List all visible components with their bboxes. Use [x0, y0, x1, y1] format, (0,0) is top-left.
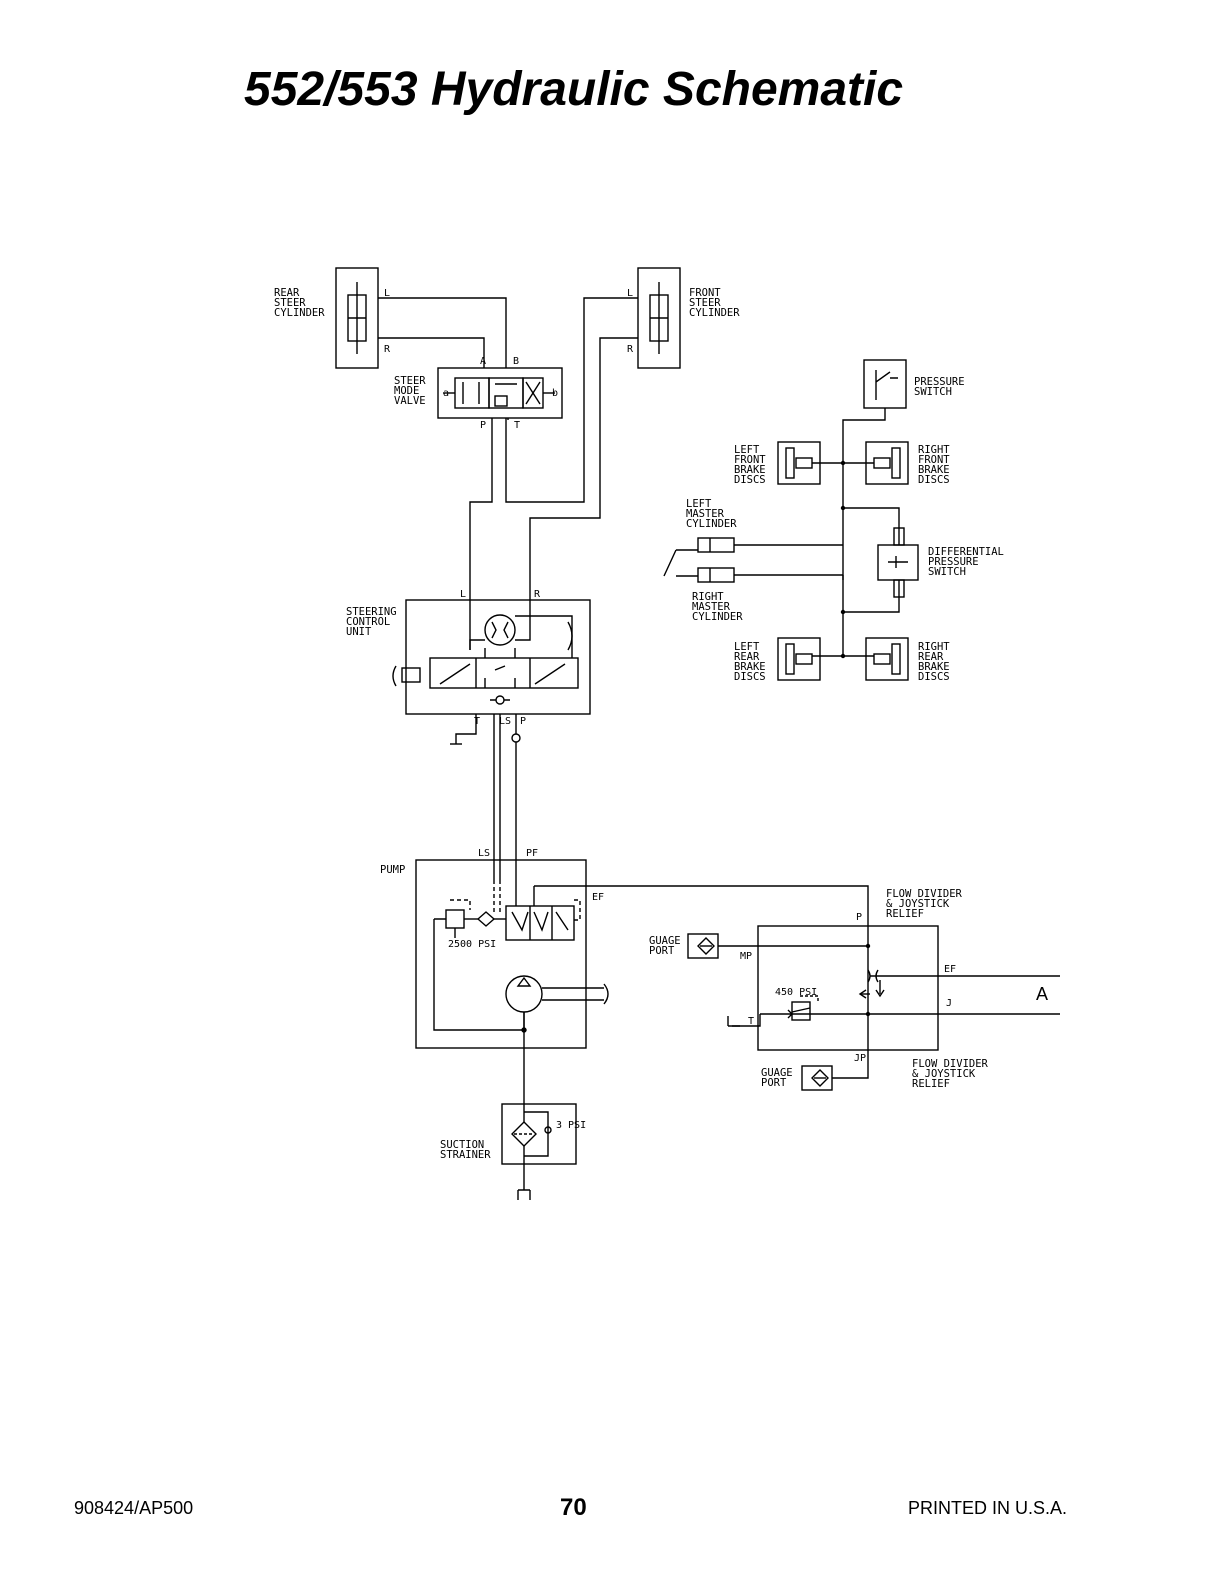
- gauge-port-top-label: GUAGE PORT: [649, 935, 687, 957]
- port-fd-MP: MP: [740, 951, 752, 962]
- pump-label: PUMP: [380, 864, 405, 876]
- steer-mode-valve-label: STEER MODE VALVE: [394, 375, 432, 407]
- page-title: 552/553 Hydraulic Schematic: [244, 63, 904, 116]
- port-smv-A: A: [480, 356, 486, 367]
- pump-unit: [415, 859, 869, 1049]
- left-rear-brake-label: LEFT REAR BRAKE DISCS: [734, 641, 772, 683]
- port-fd-T: T: [748, 1016, 754, 1027]
- steering-control-unit: [392, 599, 591, 715]
- port-scu-L: L: [460, 589, 466, 600]
- port-smv-a: a: [443, 388, 449, 399]
- port-fd-EF: EF: [944, 964, 956, 975]
- port-scu-R: R: [534, 589, 541, 600]
- port-rear-R: R: [384, 344, 391, 355]
- port-fd-P: P: [856, 912, 862, 923]
- port-smv-T: T: [514, 420, 520, 431]
- flow-divider: [718, 925, 1060, 1079]
- pressure-switch-label: PRESSURE SWITCH: [914, 376, 971, 398]
- page-number: 70: [560, 1494, 587, 1521]
- gauge-port-bottom-symbol: [801, 1065, 833, 1091]
- gauge-port-bottom-label: GUAGE PORT: [761, 1067, 799, 1089]
- suction-strainer-label: SUCTION STRAINER: [440, 1139, 491, 1161]
- printed-in: PRINTED IN U.S.A.: [908, 1498, 1068, 1518]
- port-rear-L: L: [384, 288, 390, 299]
- left-front-brake-label: LEFT FRONT BRAKE DISCS: [734, 444, 772, 486]
- port-pump-PF: PF: [526, 848, 538, 859]
- differential-pressure-switch-symbol: [877, 527, 919, 598]
- right-master-cylinder-label: RIGHT MASTER CYLINDER: [692, 591, 743, 623]
- right-front-brake-label: RIGHT FRONT BRAKE DISCS: [918, 444, 956, 486]
- port-scu-P: P: [520, 716, 526, 727]
- flow-divider-top-label: FLOW DIVIDER & JOYSTICK RELIEF: [886, 888, 968, 920]
- rear-steer-cylinder-label: REAR STEER CYLINDER: [274, 287, 325, 319]
- port-smv-b: b: [552, 388, 558, 399]
- port-fd-J: J: [946, 998, 952, 1009]
- gauge-port-top-symbol: [687, 933, 719, 959]
- front-steer-cylinder: [637, 267, 681, 369]
- port-scu-T: T: [474, 716, 480, 727]
- differential-pressure-switch-label: DIFFERENTIAL PRESSURE SWITCH: [928, 546, 1010, 578]
- pressure-switch-symbol: [863, 359, 907, 409]
- port-pump-LS: LS: [478, 848, 490, 859]
- port-front-L: L: [627, 288, 633, 299]
- bypass-3-psi: 3 PSI: [556, 1120, 586, 1131]
- suction-strainer: [501, 1103, 577, 1200]
- relief-2500-psi: 2500 PSI: [448, 939, 496, 950]
- front-steer-cylinder-label: FRONT STEER CYLINDER: [689, 287, 740, 319]
- relief-450-psi: 450 PSI: [775, 987, 817, 998]
- left-master-cylinder-label: LEFT MASTER CYLINDER: [686, 498, 737, 530]
- port-smv-B: B: [513, 356, 519, 367]
- doc-number: 908424/AP500: [74, 1498, 194, 1518]
- right-rear-brake-label: RIGHT REAR BRAKE DISCS: [918, 641, 956, 683]
- steer-mode-valve: [437, 367, 563, 419]
- rear-steer-cylinder: [335, 267, 379, 369]
- steering-control-unit-label: STEERING CONTROL UNIT: [346, 606, 403, 638]
- flow-divider-bottom-label: FLOW DIVIDER & JOYSTICK RELIEF: [912, 1058, 994, 1090]
- port-smv-P: P: [480, 420, 486, 431]
- port-scu-LS: LS: [499, 716, 511, 727]
- port-pump-EF: EF: [592, 892, 604, 903]
- connector-A: A: [1036, 984, 1048, 1004]
- left-master-cylinder-symbol: [697, 537, 735, 553]
- left-rear-brake-symbol: [777, 637, 821, 681]
- right-master-cylinder-symbol: [697, 567, 735, 583]
- port-front-R: R: [627, 344, 634, 355]
- port-fd-JP: JP: [854, 1053, 866, 1064]
- right-rear-brake-symbol: [865, 637, 909, 681]
